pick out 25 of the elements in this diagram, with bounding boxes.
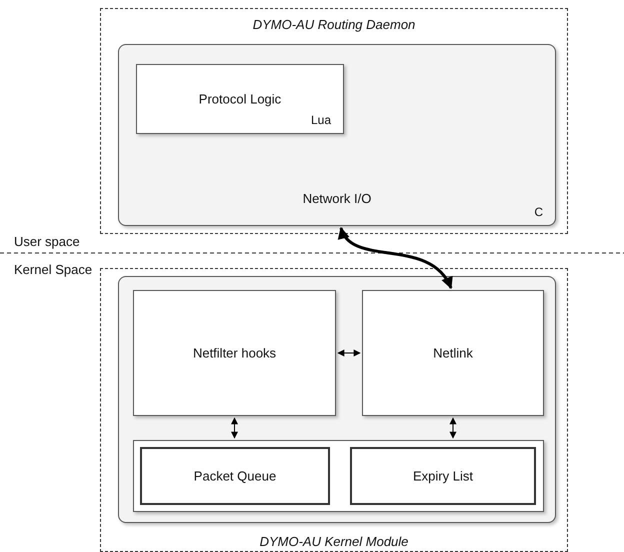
process-box xyxy=(133,290,336,416)
process-box xyxy=(118,276,556,523)
dashed-region xyxy=(100,8,568,234)
node-label: Expiry List xyxy=(412,467,474,486)
arrow xyxy=(450,417,456,439)
process-box xyxy=(136,64,344,134)
node-label: DYMO-AU Routing Daemon xyxy=(252,16,416,34)
process-box xyxy=(133,440,544,512)
process-box xyxy=(118,44,556,226)
process-box xyxy=(140,447,330,505)
process-box xyxy=(350,447,536,505)
node-label: Packet Queue xyxy=(192,467,278,486)
node-label: Network I/O xyxy=(302,190,372,208)
region-label: User space xyxy=(14,233,80,251)
node-label: DYMO-AU Kernel Module xyxy=(258,532,410,550)
process-box xyxy=(362,290,544,416)
dashed-region xyxy=(100,268,568,552)
node-label: Protocol Logic xyxy=(198,90,282,108)
arrow xyxy=(340,226,452,290)
node-label: Netlink xyxy=(432,344,474,362)
node-label: C xyxy=(534,204,543,221)
node-label: Netfilter hooks xyxy=(192,344,278,362)
arrow xyxy=(231,417,238,439)
node-label: Lua xyxy=(310,112,331,129)
arrow xyxy=(337,350,361,356)
